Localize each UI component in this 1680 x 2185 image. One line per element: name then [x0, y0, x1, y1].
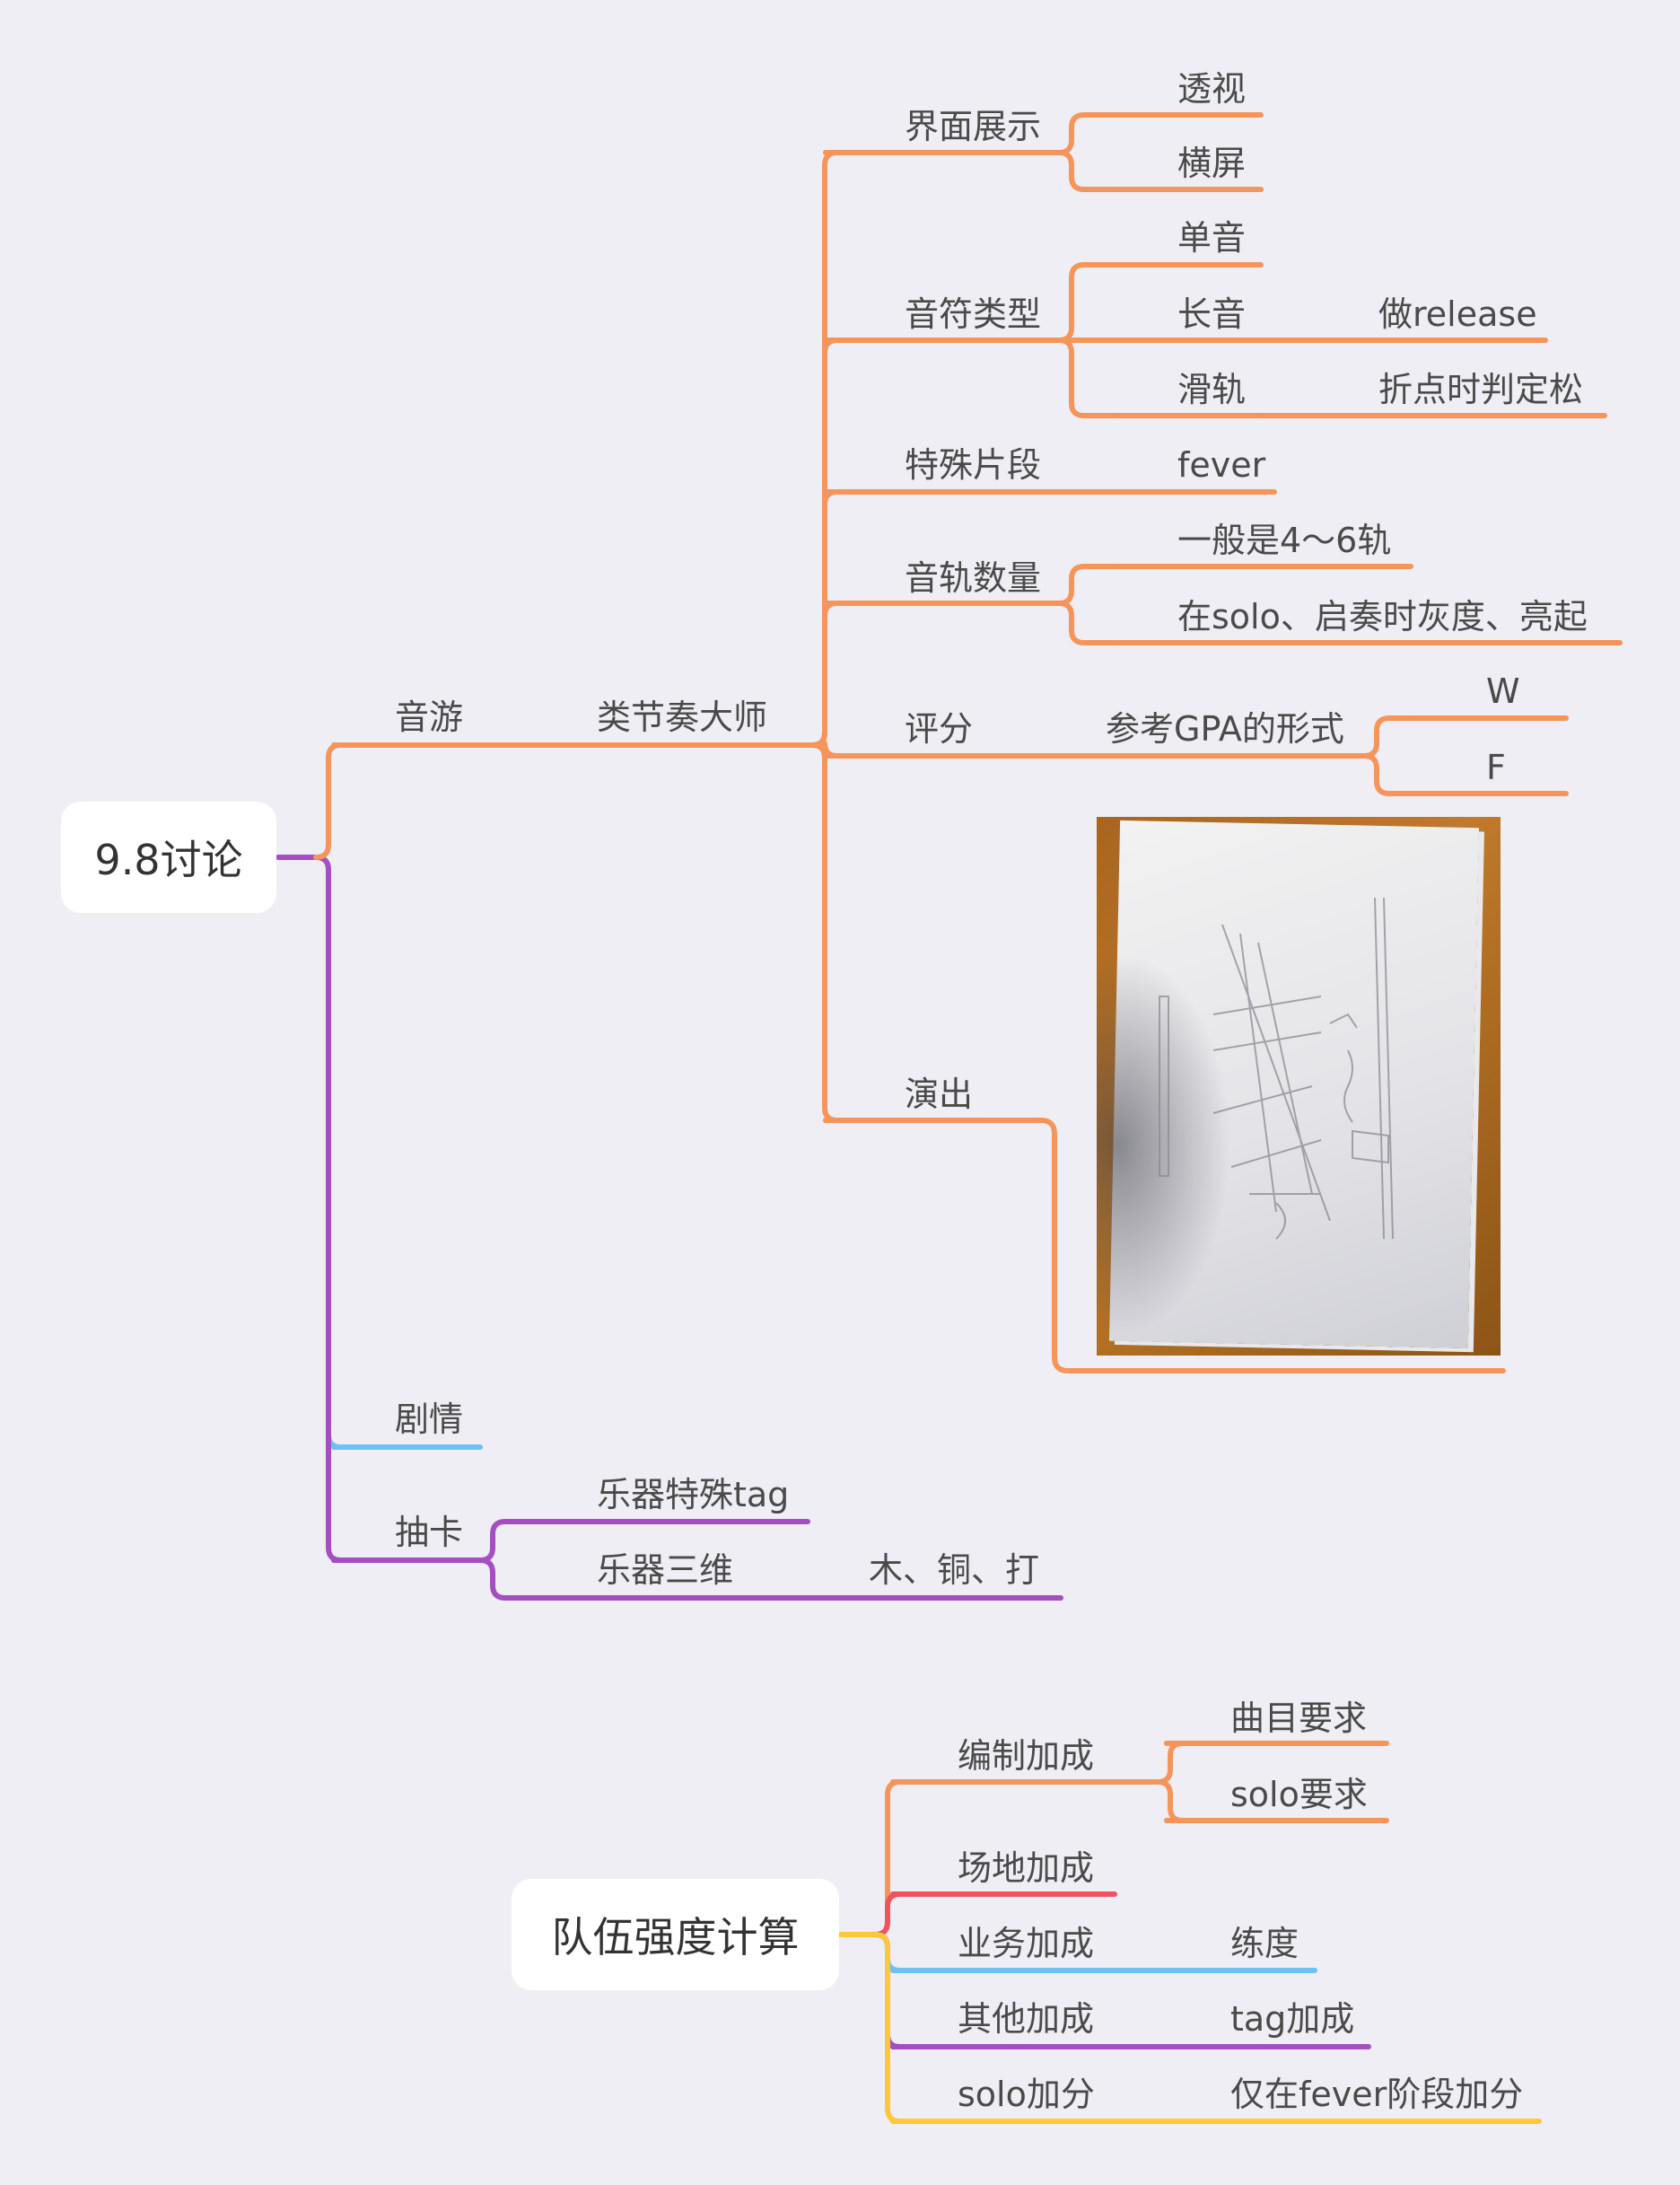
node-zaisolo[interactable]: 在solo、启奏时灰度、亮起	[1177, 597, 1588, 636]
node-yueqisanwei[interactable]: 乐器三维	[597, 1550, 734, 1590]
edge-qumu	[1155, 1741, 1186, 1785]
node-tagjiacheng[interactable]: tag加成	[1230, 1999, 1355, 2039]
edge-soloyaoqiu	[1155, 1779, 1186, 1823]
edge-zaisolo	[1056, 601, 1117, 645]
edge-solojiafen	[872, 1932, 903, 2124]
node-mutong[interactable]: 木、铜、打	[869, 1550, 1040, 1590]
node-yinyou[interactable]: 音游	[395, 698, 464, 737]
edge-huagui	[1056, 338, 1117, 418]
node-solojiafen[interactable]: solo加分	[958, 2075, 1095, 2114]
edge-hengping	[1056, 150, 1117, 192]
node-danyin[interactable]: 单音	[1177, 218, 1247, 258]
edge-yanchu-image	[1038, 1118, 1506, 1373]
node-f[interactable]: F	[1486, 748, 1506, 787]
node-zhedian[interactable]: 折点时判定松	[1378, 370, 1584, 409]
node-changyin[interactable]: 长音	[1177, 294, 1247, 334]
node-yiban[interactable]: 一般是4～6轨	[1177, 521, 1392, 560]
edge-yiban	[1056, 564, 1117, 606]
node-gpa[interactable]: 参考GPA的形式	[1106, 709, 1344, 749]
node-release[interactable]: 做release	[1378, 294, 1537, 334]
sketch-photo-image[interactable]	[1097, 817, 1501, 1356]
edge-yanchu	[809, 742, 840, 1123]
node-changdi[interactable]: 场地加成	[958, 1848, 1095, 1888]
node-soloyaoqiu[interactable]: solo要求	[1230, 1775, 1368, 1814]
node-jinzai[interactable]: 仅在fever阶段加分	[1230, 2075, 1524, 2114]
edge-w	[1361, 715, 1421, 759]
photo-shadow	[1097, 952, 1231, 1338]
node-liandu[interactable]: 练度	[1230, 1924, 1299, 1963]
node-bianzhi[interactable]: 编制加成	[958, 1736, 1095, 1776]
edge-danyin	[1056, 262, 1117, 343]
node-yewu[interactable]: 业务加成	[958, 1924, 1095, 1963]
node-fever[interactable]: fever	[1177, 445, 1266, 485]
node-hengping[interactable]: 横屏	[1177, 144, 1247, 183]
node-jiemian[interactable]: 界面展示	[905, 107, 1042, 146]
node-yinfu[interactable]: 音符类型	[905, 294, 1042, 334]
root-node-team-strength[interactable]: 队伍强度计算	[512, 1879, 839, 1990]
root-node-label: 9.8讨论	[94, 836, 243, 884]
root-node-label: 队伍强度计算	[551, 1913, 800, 1961]
node-yueqitag[interactable]: 乐器特殊tag	[597, 1475, 790, 1514]
edge-f	[1361, 753, 1421, 796]
edge-toushi	[1056, 112, 1117, 155]
node-juqing[interactable]: 剧情	[395, 1400, 464, 1439]
node-qumu[interactable]: 曲目要求	[1230, 1698, 1368, 1738]
edge-changdi	[872, 1891, 903, 1937]
edge-chouka	[313, 855, 344, 1563]
node-teshu[interactable]: 特殊片段	[905, 445, 1042, 485]
node-leijiezou[interactable]: 类节奏大师	[597, 698, 768, 737]
edge-yueqitag	[477, 1519, 534, 1563]
node-chouka[interactable]: 抽卡	[395, 1513, 464, 1552]
node-toushi[interactable]: 透视	[1177, 69, 1247, 109]
edge-yinyou	[313, 742, 344, 860]
node-pingfen[interactable]: 评分	[905, 709, 974, 749]
edge-yueqisanwei	[477, 1558, 534, 1601]
node-huagui[interactable]: 滑轨	[1177, 370, 1247, 409]
edge-yingui	[809, 601, 840, 748]
node-yingui[interactable]: 音轨数量	[905, 558, 1042, 598]
sketch-pencil-marks	[1159, 897, 1394, 1240]
root-node-discussion[interactable]: 9.8讨论	[61, 802, 276, 913]
node-qita[interactable]: 其他加成	[958, 1999, 1095, 2039]
node-w[interactable]: W	[1486, 671, 1520, 711]
node-yanchu[interactable]: 演出	[905, 1075, 974, 1114]
